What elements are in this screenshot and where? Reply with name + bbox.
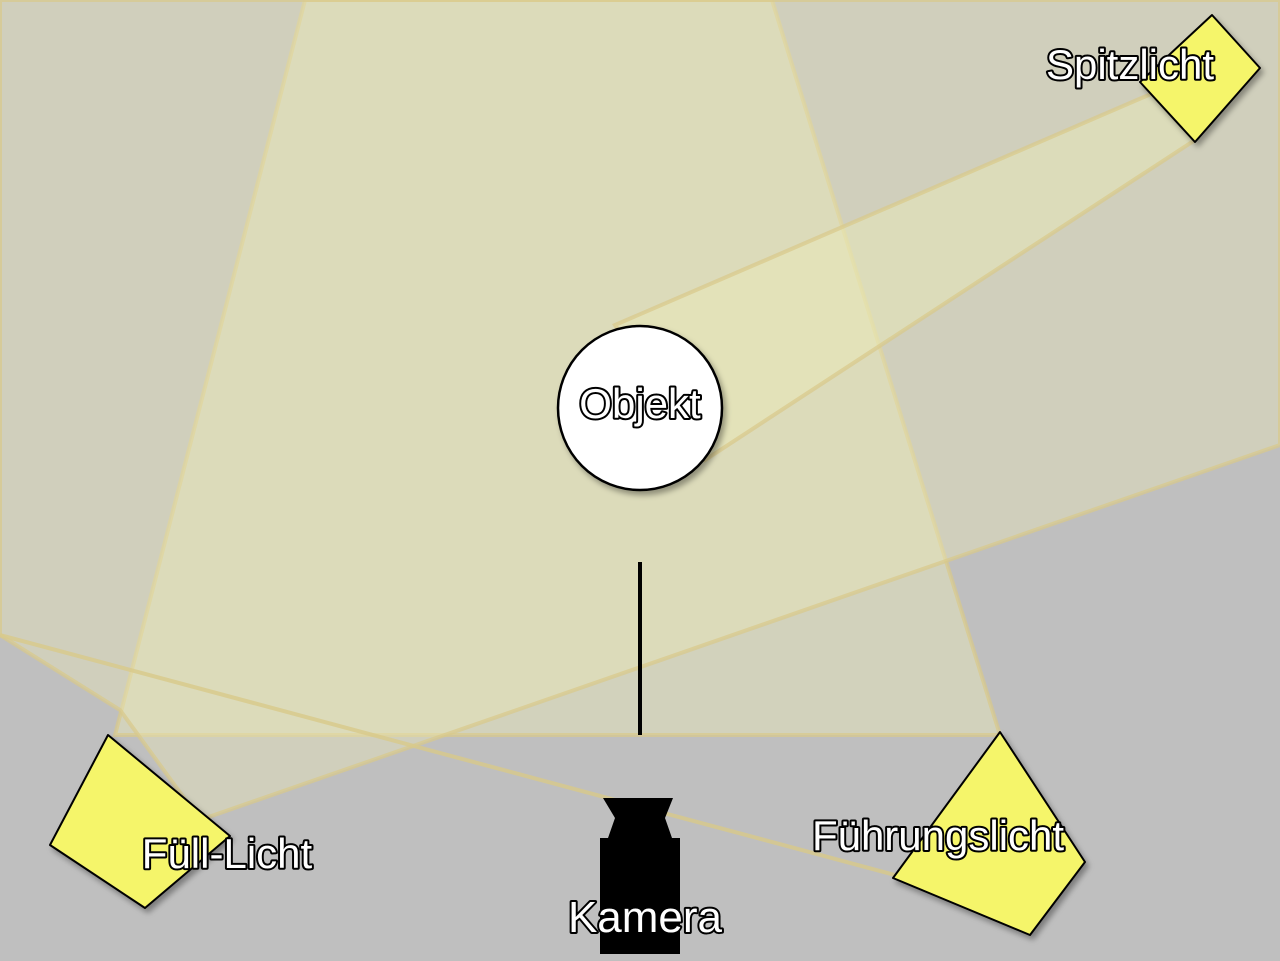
fill-light-label: Füll-Licht xyxy=(142,830,313,877)
key-light-beam-edge xyxy=(0,633,896,877)
back-light-label: Spitzlicht xyxy=(1046,41,1214,88)
camera-label: Kamera xyxy=(568,893,723,942)
subject-circle xyxy=(556,324,724,492)
back-light-icon xyxy=(1139,14,1261,143)
camera-icon xyxy=(600,798,680,954)
key-light-icon xyxy=(892,731,1086,936)
fill-light-icon xyxy=(49,734,231,909)
subject-label: Objekt xyxy=(579,380,701,427)
key-light-label: Führungslicht xyxy=(812,812,1064,859)
